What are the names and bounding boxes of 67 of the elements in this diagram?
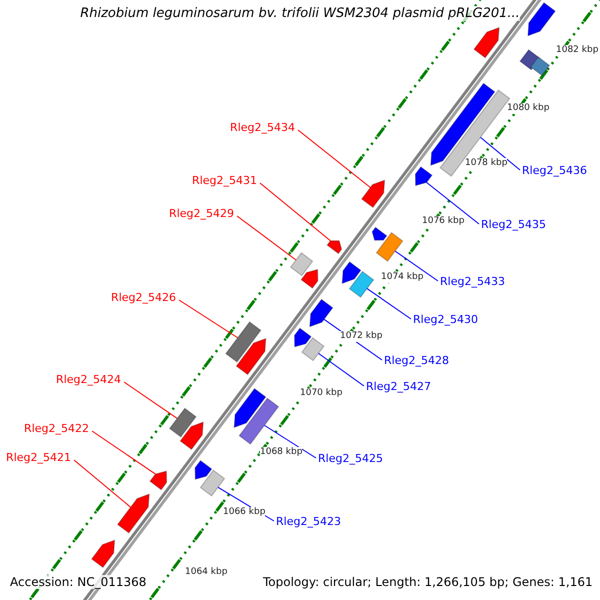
gene-block (342, 261, 362, 284)
gene-block (180, 421, 204, 450)
gene-block (473, 26, 500, 58)
scale-label: 1074 kbp (381, 272, 424, 283)
gene-block (116, 493, 150, 534)
gene-block (225, 321, 262, 363)
gene-label: Rleg2_5433 (440, 275, 505, 288)
leader-line (178, 300, 238, 338)
gene-label: Rleg2_5429 (169, 207, 234, 220)
gene-block (326, 240, 342, 254)
gene-block (234, 388, 266, 428)
gene-block (300, 268, 318, 289)
leader-line (394, 250, 438, 282)
leader-line (298, 130, 371, 188)
gene-label: Rleg2_5426 (111, 291, 176, 304)
gene-block (527, 2, 556, 36)
genome-summary: Topology: circular; Length: 1,266,105 bp; Genes: 1,161 (263, 575, 593, 589)
leader-line (480, 136, 520, 170)
gene-label: Rleg2_5424 (56, 373, 121, 386)
leader-line (260, 182, 331, 242)
scale-label: 1072 kbp (340, 331, 382, 342)
gene-label: Rleg2_5427 (366, 380, 431, 393)
accession-text: Accession: NC_011368 (10, 575, 146, 589)
gene-block (238, 398, 280, 445)
gene-block (361, 179, 386, 208)
gene-block (290, 252, 314, 276)
scale-label: 1066 kbp (223, 507, 266, 518)
gene-label: Rleg2_5434 (230, 121, 295, 134)
leader-line (426, 182, 480, 224)
leader-line (366, 288, 412, 320)
gene-block (194, 460, 212, 480)
gene-block (149, 470, 168, 490)
gene-block (309, 298, 334, 328)
leader-line (124, 382, 178, 419)
gene-block (200, 470, 226, 497)
scale-label: 1078 kbp (465, 158, 508, 169)
scale-label: 1080 kbp (507, 103, 550, 114)
gene-block (530, 56, 550, 76)
gene-block (236, 338, 266, 376)
gene-block (91, 539, 116, 568)
leader-line (264, 424, 316, 458)
gene-label: Rleg2_5423 (276, 515, 341, 528)
scale-label: 1068 kbp (260, 447, 302, 458)
gene-block (414, 166, 433, 186)
gene-label: Rleg2_5428 (384, 354, 449, 367)
scale-label: 1082 kbp (556, 45, 598, 56)
leader-line (92, 430, 156, 475)
gene-label: Rleg2_5422 (24, 422, 89, 435)
gene-label: Rleg2_5431 (192, 174, 257, 187)
gene-block (372, 226, 388, 241)
gene-label: Rleg2_5425 (318, 452, 383, 465)
scale-label: 1070 kbp (300, 388, 342, 399)
gene-block (301, 337, 325, 362)
gene-block (294, 328, 312, 348)
leader-line (318, 352, 364, 386)
gene-block (348, 270, 374, 298)
gene-label: Rleg2_5430 (413, 313, 478, 326)
title: Rhizobium leguminosarum bv. trifolii WSM2304 plasmid pRLG201... (80, 6, 520, 21)
gene-label: Rleg2_5421 (6, 451, 71, 464)
gene-label: Rleg2_5435 (481, 218, 546, 231)
scale-label: 1064 kbp (185, 567, 228, 578)
gene-block (168, 408, 197, 438)
gene-label: Rleg2_5436 (522, 164, 587, 177)
leader-line (236, 216, 296, 260)
gene-block (376, 232, 404, 262)
scale-label: 1076 kbp (422, 216, 464, 227)
leader-line (74, 460, 132, 508)
